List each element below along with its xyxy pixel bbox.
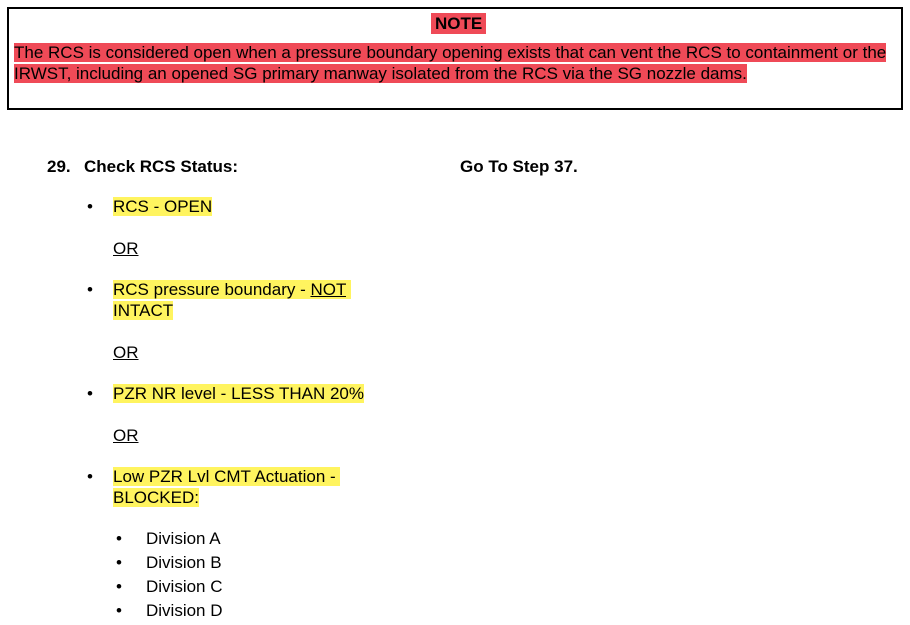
condition-bullet: • — [87, 280, 93, 299]
condition-pressure-boundary-intact: INTACT — [113, 301, 174, 320]
condition-pressure-boundary-prefix: RCS pressure boundary - — [113, 280, 311, 299]
condition-rcs-open: RCS - OPEN — [113, 196, 213, 217]
division-bullet: • — [116, 577, 122, 596]
note-text-highlight: The RCS is considered open when a pressu… — [14, 43, 887, 83]
division-bullet: • — [116, 553, 122, 572]
division-item: Division A — [146, 529, 221, 548]
step-title: Check RCS Status: — [84, 157, 238, 176]
condition-cmt-actuation: Low PZR Lvl CMT Actuation - BLOCKED: — [113, 466, 341, 508]
division-bullet: • — [116, 529, 122, 548]
note-box: NOTE The RCS is considered open when a p… — [7, 7, 903, 110]
condition-cmt-actuation-line1: Low PZR Lvl CMT Actuation - — [113, 467, 336, 486]
or-connector: OR — [113, 239, 139, 258]
note-title: NOTE — [431, 13, 487, 34]
condition-pzr-level-text: PZR NR level - LESS THAN 20% — [113, 384, 364, 403]
or-connector: OR — [113, 426, 139, 445]
step-number: 29. — [47, 157, 71, 176]
division-item: Division D — [146, 601, 223, 620]
condition-cmt-actuation-line2: BLOCKED: — [113, 488, 199, 507]
condition-bullet: • — [87, 384, 93, 403]
condition-rcs-open-text: RCS - OPEN — [113, 197, 213, 216]
condition-pzr-level: PZR NR level - LESS THAN 20% — [113, 383, 364, 404]
condition-bullet: • — [87, 467, 93, 486]
note-text: The RCS is considered open when a pressu… — [14, 42, 894, 84]
condition-bullet: • — [87, 197, 93, 216]
division-item: Division B — [146, 553, 222, 572]
or-connector: OR — [113, 343, 139, 362]
response-not-obtained: Go To Step 37. — [460, 157, 578, 176]
condition-pressure-boundary-not: NOT — [310, 280, 347, 299]
division-bullet: • — [116, 601, 122, 620]
condition-pressure-boundary: RCS pressure boundary - NOT INTACT — [113, 279, 352, 321]
division-item: Division C — [146, 577, 223, 596]
